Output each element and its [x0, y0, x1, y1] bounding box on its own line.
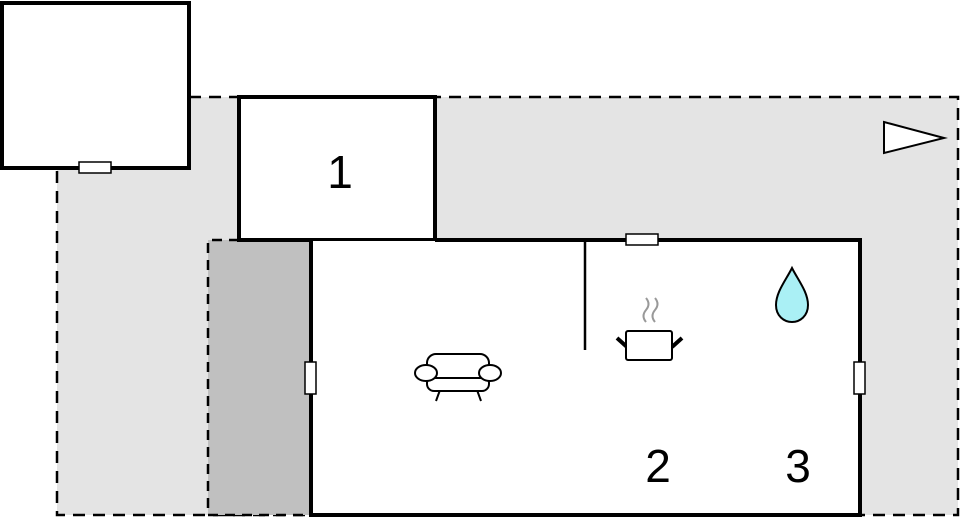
- cooking-pot-icon: [615, 297, 684, 361]
- room-1-label: 1: [327, 146, 353, 198]
- main-building: 2 3: [304, 233, 866, 517]
- armchair-icon: [414, 353, 502, 402]
- water-drop-icon: [774, 265, 810, 324]
- window: [304, 361, 317, 395]
- room-2-label: 2: [645, 440, 671, 492]
- window: [78, 161, 112, 174]
- north-arrow-icon: [883, 120, 948, 155]
- room-1: 1: [237, 95, 437, 242]
- covered-terrace: [206, 238, 311, 517]
- room-3-label: 3: [785, 440, 811, 492]
- window: [625, 233, 659, 246]
- window: [853, 361, 866, 395]
- outbuilding: [0, 1, 191, 174]
